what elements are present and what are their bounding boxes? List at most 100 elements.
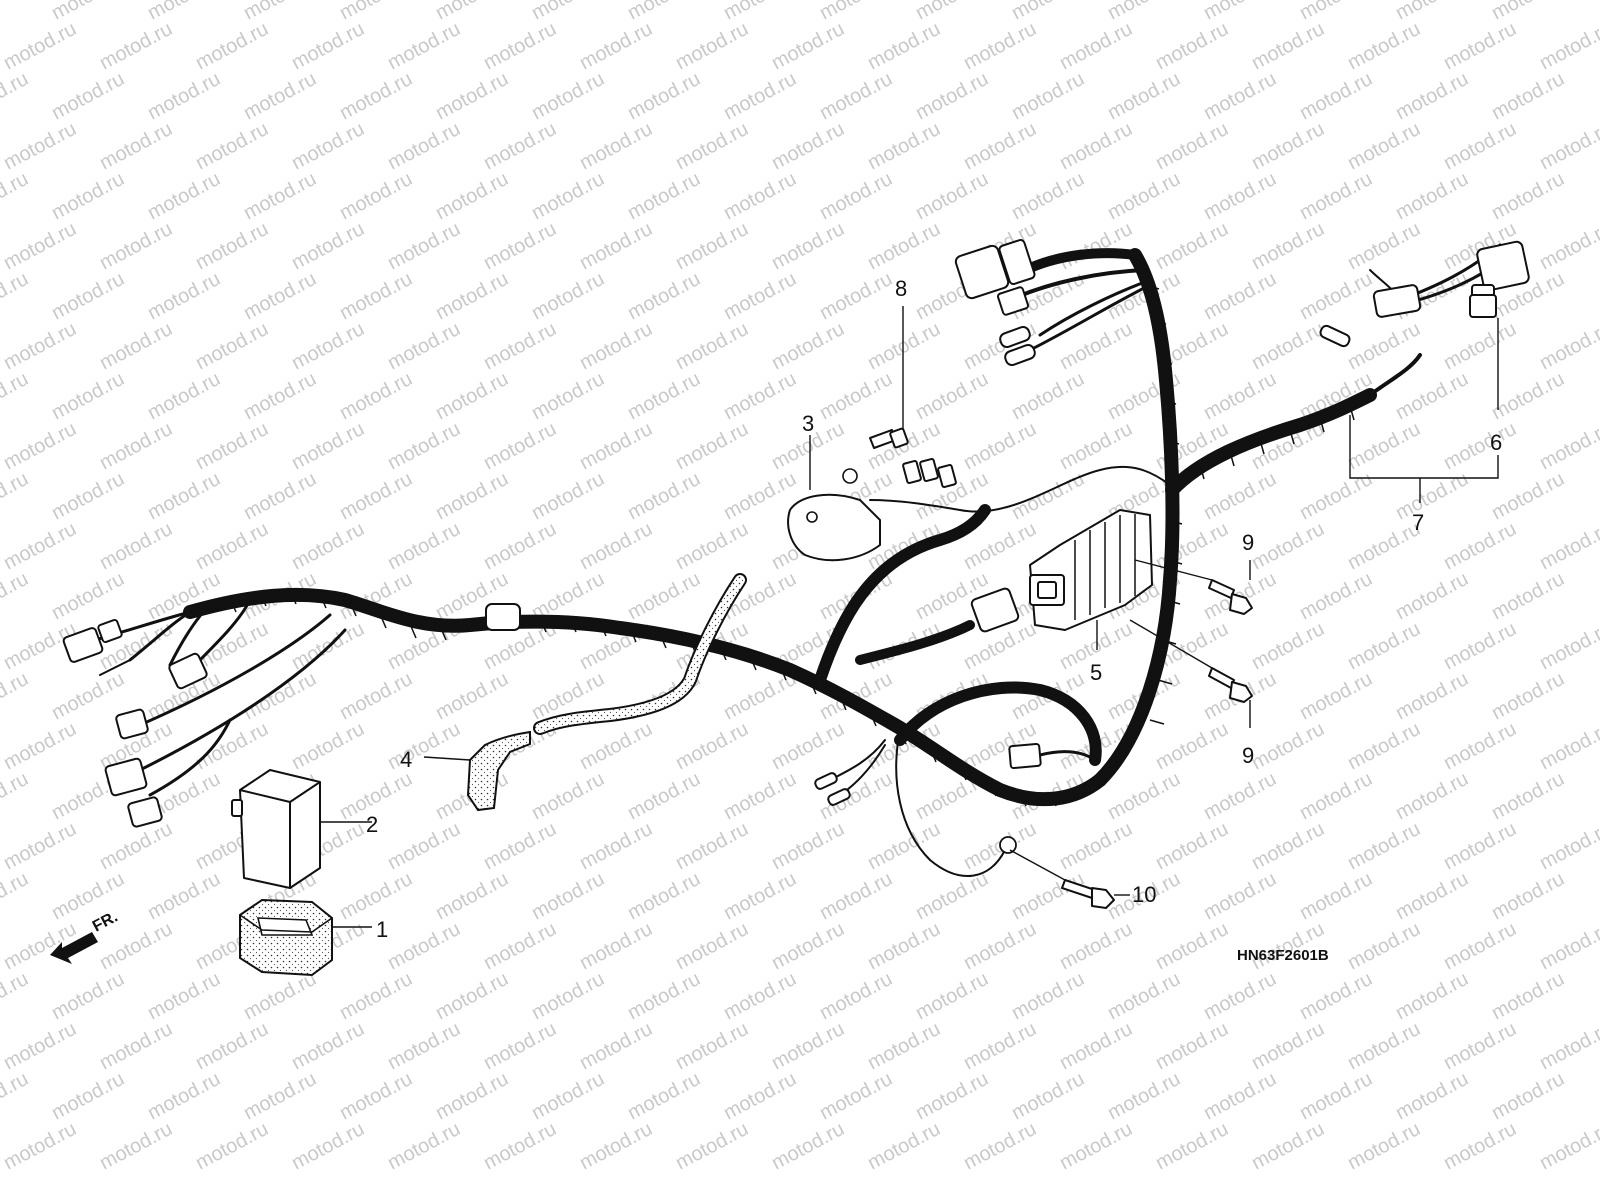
watermark-text: motod.ru: [816, 968, 896, 1024]
watermark-text: motod.ru: [1008, 868, 1088, 924]
watermark-text: motod.ru: [1488, 868, 1568, 924]
front-direction-label: FR.: [90, 908, 121, 935]
watermark-text: motod.ru: [1536, 518, 1600, 574]
watermark-text: motod.ru: [1392, 668, 1472, 724]
watermark-text: motod.ru: [1056, 18, 1136, 74]
watermark-text: motod.ru: [384, 1118, 464, 1174]
watermark-text: motod.ru: [576, 718, 656, 774]
watermark-text: motod.ru: [192, 118, 272, 174]
watermark-text: motod.ru: [1104, 1068, 1184, 1124]
watermark-text: motod.ru: [960, 1118, 1040, 1174]
watermark-text: motod.ru: [48, 68, 128, 124]
watermark-text: motod.ru: [288, 518, 368, 574]
callout-2: 2: [366, 812, 378, 837]
leader-lines: [320, 306, 1499, 928]
watermark-text: motod.ru: [336, 0, 416, 24]
watermark-text: motod.ru: [144, 968, 224, 1024]
callout-5: 5: [1090, 660, 1102, 685]
right-sub-harness: [1319, 240, 1530, 397]
watermark-text: motod.ru: [384, 418, 464, 474]
watermark-text: motod.ru: [720, 168, 800, 224]
watermark-text: motod.ru: [384, 918, 464, 974]
watermark-text: motod.ru: [432, 268, 512, 324]
watermark-text: motod.ru: [1488, 468, 1568, 524]
bolt-8: [869, 427, 909, 449]
watermark-text: motod.ru: [1488, 668, 1568, 724]
watermark-text: motod.ru: [1536, 418, 1600, 474]
watermark-text: motod.ru: [624, 168, 704, 224]
watermark-text: motod.ru: [1440, 518, 1520, 574]
watermark-text: motod.ru: [48, 568, 128, 624]
watermark-text: motod.ru: [576, 518, 656, 574]
watermark-text: motod.ru: [720, 368, 800, 424]
watermark-text: motod.ru: [864, 1118, 944, 1174]
watermark-text: motod.ru: [1200, 868, 1280, 924]
watermark-text: motod.ru: [960, 118, 1040, 174]
watermark-text: motod.ru: [912, 968, 992, 1024]
watermark-text: motod.ru: [1344, 18, 1424, 74]
watermark-text: motod.ru: [144, 368, 224, 424]
watermark-text: motod.ru: [720, 268, 800, 324]
ignition-coil-3: [787, 465, 1171, 562]
watermark-text: motod.ru: [864, 1018, 944, 1074]
watermark-text: motod.ru: [96, 418, 176, 474]
watermark-text: motod.ru: [672, 1118, 752, 1174]
watermark-text: motod.ru: [1296, 968, 1376, 1024]
watermark-text: motod.ru: [192, 218, 272, 274]
watermark-text: motod.ru: [1392, 0, 1472, 24]
watermark-text: motod.ru: [336, 68, 416, 124]
watermark-text: motod.ru: [192, 518, 272, 574]
watermark-text: motod.ru: [864, 18, 944, 74]
watermark-text: motod.ru: [192, 1118, 272, 1174]
watermark-text: motod.ru: [720, 768, 800, 824]
watermark-text: motod.ru: [288, 218, 368, 274]
watermark-text: motod.ru: [1392, 568, 1472, 624]
watermark-text: motod.ru: [240, 668, 320, 724]
watermark-text: motod.ru: [768, 1018, 848, 1074]
watermark-text: motod.ru: [480, 118, 560, 174]
watermark-text: motod.ru: [480, 218, 560, 274]
watermark-text: motod.ru: [0, 218, 80, 274]
bolt-10: [1061, 879, 1115, 909]
connector-left-1: [62, 618, 123, 663]
watermark-text: motod.ru: [384, 718, 464, 774]
watermark-text: motod.ru: [0, 1068, 32, 1124]
watermark-text: motod.ru: [1104, 968, 1184, 1024]
watermark-text: motod.ru: [48, 268, 128, 324]
watermark-text: motod.ru: [384, 818, 464, 874]
watermark-text: motod.ru: [144, 868, 224, 924]
watermark-text: motod.ru: [288, 1118, 368, 1174]
watermark-text: motod.ru: [1200, 368, 1280, 424]
connector-lower-right: [1008, 742, 1097, 770]
watermark-text: motod.ru: [1392, 1068, 1472, 1124]
watermark-text: motod.ru: [0, 568, 32, 624]
callout-1: 1: [376, 917, 388, 942]
watermark-text: motod.ru: [816, 1068, 896, 1124]
watermark-text: motod.ru: [1200, 768, 1280, 824]
watermark-text: motod.ru: [1488, 368, 1568, 424]
watermark-text: motod.ru: [1056, 118, 1136, 174]
bolt-9-lower: [1208, 667, 1253, 703]
watermark-text: motod.ru: [480, 18, 560, 74]
watermark-text: motod.ru: [384, 18, 464, 74]
watermark-text: motod.ru: [48, 968, 128, 1024]
watermark-text: motod.ru: [1392, 768, 1472, 824]
watermark-text: motod.ru: [1008, 68, 1088, 124]
watermark-text: motod.ru: [1104, 168, 1184, 224]
watermark-text: motod.ru: [1248, 818, 1328, 874]
watermark-text: motod.ru: [432, 368, 512, 424]
connector-5: [970, 587, 1020, 633]
watermark-text: motod.ru: [1056, 218, 1136, 274]
watermark-text: motod.ru: [0, 518, 80, 574]
connector-7: [1372, 284, 1422, 318]
watermark-text: motod.ru: [1536, 818, 1600, 874]
watermark-text: motod.ru: [576, 318, 656, 374]
spark-plug-cap-4: [466, 573, 747, 812]
watermark-text: motod.ru: [912, 368, 992, 424]
watermark-text: motod.ru: [480, 318, 560, 374]
watermark-text: motod.ru: [1104, 768, 1184, 824]
watermark-text: motod.ru: [1200, 68, 1280, 124]
watermark-text: motod.ru: [864, 818, 944, 874]
